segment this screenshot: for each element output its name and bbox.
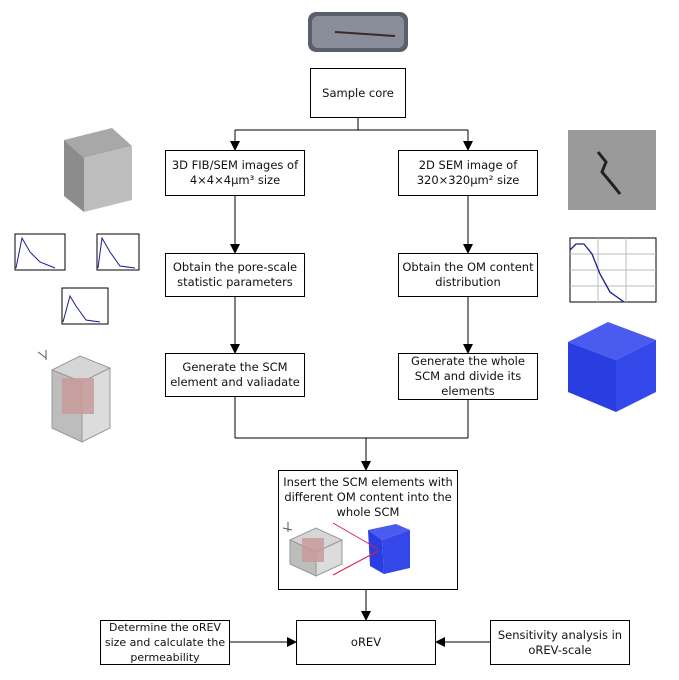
- whole-scm-cube: [568, 322, 656, 412]
- node-insert: Insert the SCM elements with different O…: [278, 470, 458, 590]
- scm-element-cube: [37, 350, 112, 443]
- node-fib-sem: 3D FIB/SEM images of 4×4×4μm³ size: [165, 150, 305, 196]
- sem-2d-image: [568, 130, 656, 210]
- insert-illustration: [282, 522, 410, 577]
- node-sem-2d: 2D SEM image of 320×320μm² size: [398, 150, 538, 196]
- pore-statistics-charts: [14, 233, 140, 325]
- node-pore-scale: Obtain the pore-scale statistic paramete…: [165, 253, 305, 297]
- node-sensitivity: Sensitivity analysis in oREV-scale: [490, 620, 630, 665]
- om-distribution-chart: [569, 237, 657, 303]
- node-determine: Determine the oREV size and calculate th…: [100, 620, 230, 665]
- node-sample-core: Sample core: [310, 68, 406, 118]
- fib-sem-cube-image: [58, 125, 138, 213]
- node-generate-whole: Generate the whole SCM and divide its el…: [398, 353, 538, 400]
- node-orev: oREV: [296, 620, 436, 665]
- node-om-content: Obtain the OM content distribution: [398, 253, 538, 297]
- sample-core-photo: [308, 12, 408, 52]
- node-generate-element: Generate the SCM element and valiadate: [165, 353, 305, 397]
